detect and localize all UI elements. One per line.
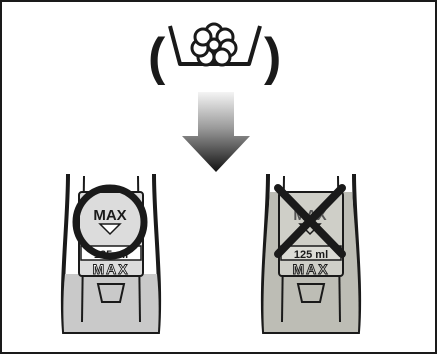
right-volume-label: 125 ml [294,249,328,261]
left-container-correct: MAX 125 ml MAX [60,173,162,334]
left-volume-label: 125 ml [94,249,128,261]
left-max-marker-icon [98,223,122,236]
open-paren: ( [148,28,166,86]
left-base-label: MAX [92,261,129,277]
down-arrow-icon [182,92,250,172]
right-container-overfilled: MAX 125 ml MAX [260,173,362,334]
close-paren: ) [264,28,281,86]
right-inner-spout [296,283,326,303]
fabric-softener-dosing-illustration: ( ) [60,22,362,334]
left-max-label: MAX [93,207,126,224]
cross-icon [274,184,346,258]
flower-icon [190,22,238,67]
left-inner-spout [96,283,126,303]
softener-bowl-icon [168,25,262,66]
softener-symbol: ( ) [148,22,281,86]
right-base-label: MAX [292,261,329,277]
check-circle-icon [72,184,148,260]
